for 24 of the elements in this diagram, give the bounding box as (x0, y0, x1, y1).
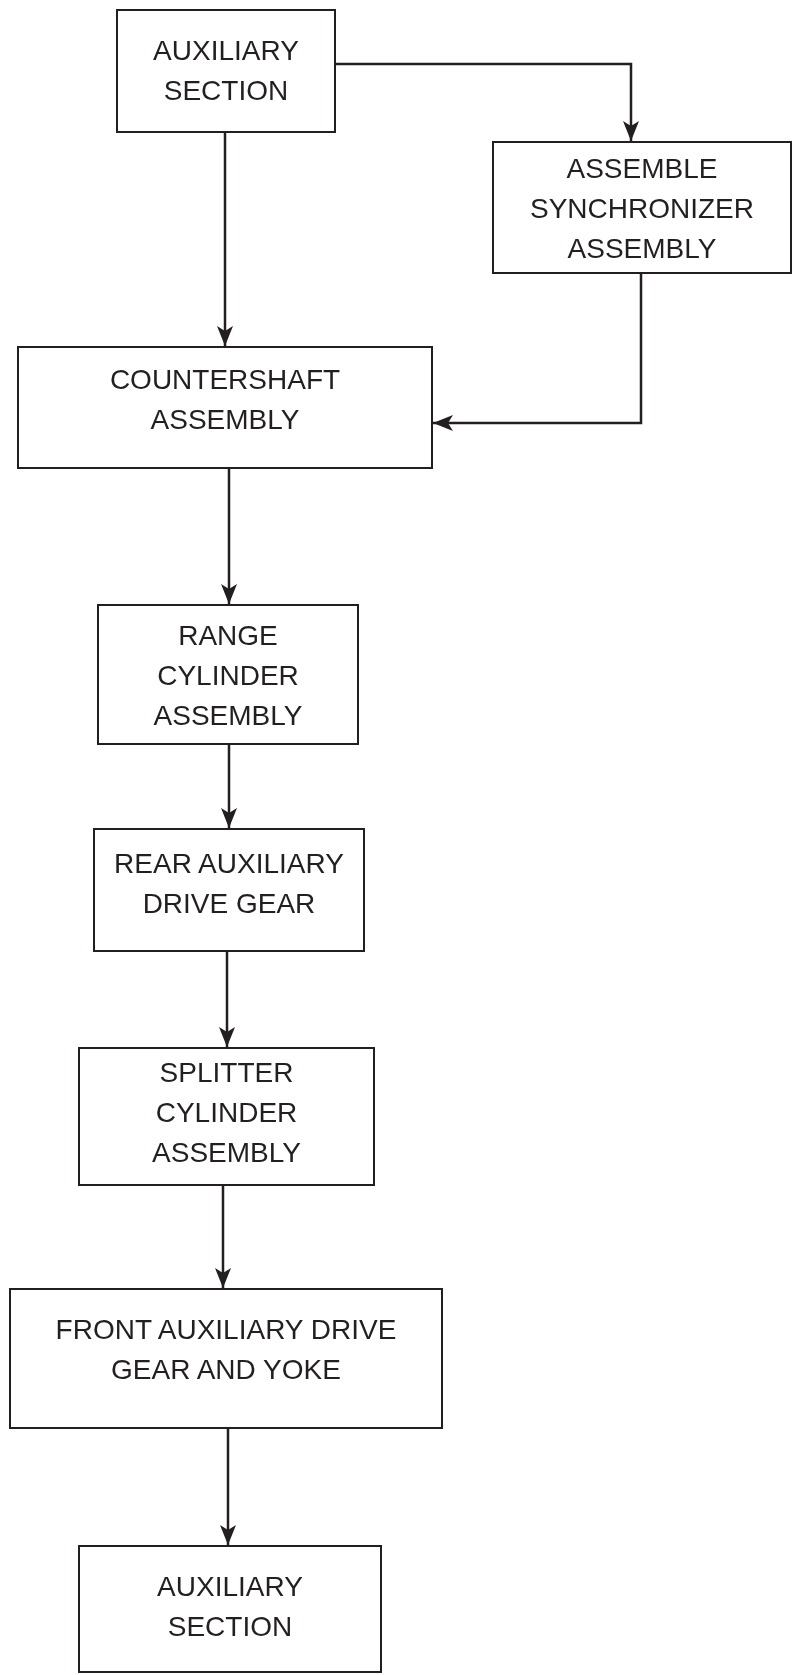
arrow (336, 62, 639, 141)
arrow (221, 745, 237, 828)
arrow (219, 952, 235, 1047)
process-box (78, 1047, 375, 1186)
box-label: COUNTERSHAFT ASSEMBLY (108, 363, 342, 437)
process-box (93, 828, 365, 952)
box-label: RANGE CYLINDER ASSEMBLY (152, 619, 304, 733)
process-box (492, 141, 792, 274)
process-box (17, 346, 433, 469)
arrow (221, 469, 237, 604)
arrow (433, 274, 643, 431)
process-box (116, 9, 336, 133)
process-box (78, 1545, 382, 1673)
arrow (220, 1429, 236, 1545)
box-label: SPLITTER CYLINDER ASSEMBLY (151, 1056, 302, 1170)
box-label: REAR AUXILIARY DRIVE GEAR (113, 847, 345, 921)
arrow (217, 133, 233, 346)
process-box (9, 1288, 443, 1429)
box-label: AUXILIARY SECTION (156, 1570, 304, 1644)
arrow (215, 1186, 231, 1288)
box-label: FRONT AUXILIARY DRIVE GEAR AND YOKE (54, 1313, 398, 1387)
box-label: ASSEMBLE SYNCHRONIZER ASSEMBLY (529, 152, 755, 266)
process-box (97, 604, 359, 745)
box-label: AUXILIARY SECTION (152, 34, 300, 108)
